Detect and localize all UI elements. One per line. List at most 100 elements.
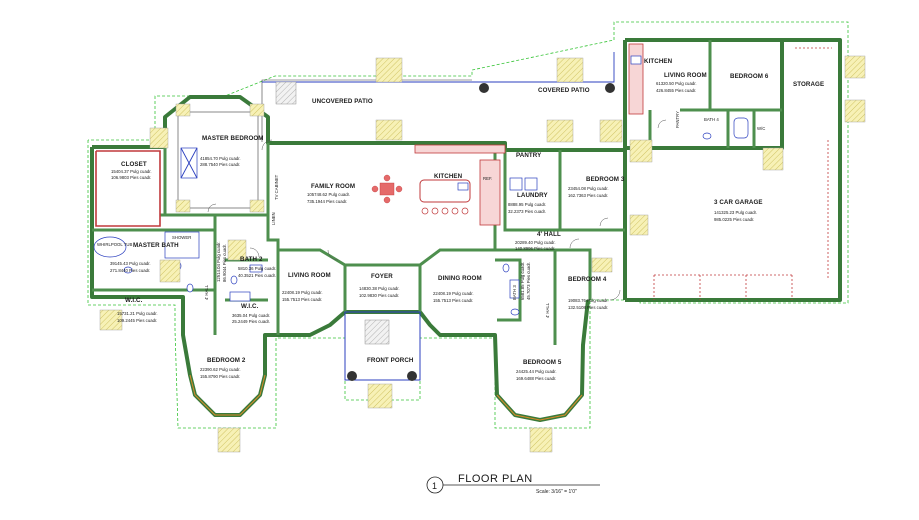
whirlpool-tub [93, 236, 127, 258]
bath3-tub [509, 279, 520, 299]
area-hall-left-ft: 86.9044 Pies cuadr. [222, 244, 227, 282]
area-closet-ft: 106.9803 Pies cuadr. [111, 175, 151, 180]
label-wic-bath2: W.I.C. [241, 303, 259, 310]
label-apartment-kitchen: KITCHEN [644, 58, 673, 65]
area-master-bedroom-ft: 288.7540 Pies cuadr. [200, 162, 240, 167]
front-porch-outline [344, 311, 421, 381]
bath3-toilet [502, 263, 510, 273]
bed-line [180, 147, 198, 179]
label-whirlpool: WHIRLPOOL TUB [97, 242, 132, 247]
label-hall-vertical: 4' HALL [545, 302, 550, 318]
skylight-hatch [175, 103, 191, 117]
drawing-scale: Scale: 3/16" = 1'0" [536, 489, 577, 495]
drawing-number: 1 [432, 481, 437, 491]
area-bedroom2-ft: 155.8790 Pies cuadr. [200, 374, 240, 379]
label-bedroom6: BEDROOM 6 [730, 73, 769, 80]
label-foyer: FOYER [371, 273, 393, 280]
label-bath2: BATH 2 [240, 256, 263, 263]
area-bedroom2: 22390.62 Pulg cuadr. [200, 367, 241, 372]
area-family-room-ft: 735.1944 Pies cuadr. [307, 199, 347, 204]
label-hall-left: 4' HALL [204, 284, 209, 300]
drawing-title: FLOOR PLAN [458, 473, 533, 485]
patio-column [605, 83, 615, 93]
label-bath4: BATH 4 [704, 117, 719, 122]
title-block: 1 FLOOR PLAN Scale: 3/16" = 1'0" [426, 473, 600, 495]
porch-column [407, 371, 417, 381]
bath3-sink [510, 308, 520, 316]
label-master-bedroom: MASTER BEDROOM [202, 135, 264, 142]
label-hall-right: 4' HALL [537, 231, 561, 238]
area-garage-ft: 985.0225 Pies cuadr. [714, 217, 754, 222]
skylight-hatch [249, 199, 265, 213]
area-bath3-ft: 45.7073 Pies cuadr. [526, 262, 531, 300]
skylight-hatch [175, 199, 191, 213]
area-wic-bath2: 3635.04 Pulg cuadr. [232, 313, 270, 318]
elevation-markers [99, 55, 866, 453]
label-kitchen: KITCHEN [434, 173, 463, 180]
area-master-bedroom: 41854.70 Pulg cuadr. [200, 156, 241, 161]
area-bedroom4-ft: 132.5108 Pies cuadr. [568, 305, 608, 310]
door-swings [207, 119, 667, 301]
area-laundry: 8888.95 Pulg cuadr. [508, 202, 546, 207]
area-bedroom3-ft: 162.7363 Pies cuadr. [568, 193, 608, 198]
island-sink [457, 182, 469, 191]
area-hall-right: 20289.40 Pulg cuadr. [515, 240, 556, 245]
garage-doors [653, 47, 832, 300]
area-dining-room-ft: 155.7513 Pies cuadr. [433, 298, 473, 303]
bar-stools [421, 207, 469, 215]
area-bedroom3: 23454.08 Pulg cuadr. [568, 186, 609, 191]
area-master-bath-ft: 271.8440 Pies cuadr. [110, 268, 150, 273]
area-bedroom5: 24425.44 Pulg cuadr. [516, 369, 557, 374]
area-living-room: 22408.19 Pulg cuadr. [282, 290, 323, 295]
label-closet: CLOSET [121, 161, 147, 168]
area-wic-bath2-ft: 25.2449 Pies cuadr. [232, 319, 270, 324]
label-garage: 3 CAR GARAGE [714, 199, 763, 206]
porch-column [347, 371, 357, 381]
bay-window-bedroom5 [496, 394, 583, 421]
label-linen: LINEN [271, 212, 276, 225]
area-closet: 15404.37 Pulg cuadr. [111, 169, 152, 174]
label-bedroom4: BEDROOM 4 [568, 276, 607, 283]
apartment-sink [630, 55, 642, 65]
label-uncovered-patio: UNCOVERED PATIO [312, 98, 373, 105]
roof-outline [87, 21, 849, 429]
area-apartment-living-ft: 426.8455 Pies cuadr. [656, 88, 696, 93]
label-pantry: PANTRY [516, 152, 542, 159]
sink-fixture [123, 266, 133, 274]
label-bath3: BATH 3 [512, 285, 517, 300]
label-front-porch: FRONT PORCH [367, 357, 414, 364]
room-labels: UNCOVERED PATIO COVERED PATIO MASTER BED… [97, 58, 824, 381]
area-apartment-living: 61320.50 Pulg cuadr. [656, 81, 697, 86]
dryer-fixture [524, 177, 538, 191]
label-living-room: LIVING ROOM [288, 272, 331, 279]
interior-walls [92, 40, 782, 345]
label-shower: SHOWER [172, 235, 191, 240]
washer-fixture [509, 177, 523, 191]
closet-shelving [95, 150, 161, 227]
apartment-kitchen-counter [628, 43, 644, 115]
master-bedroom-frame [177, 111, 259, 209]
label-family-room: FAMILY ROOM [311, 183, 355, 190]
apartment-toilet [702, 132, 712, 140]
area-bedroom5-ft: 169.6488 Pies cuadr. [516, 376, 556, 381]
area-wic-master: 15731.21 Pulg cuadr. [117, 311, 158, 316]
label-bedroom2: BEDROOM 2 [207, 357, 246, 364]
label-refrigerator: REF. [483, 176, 492, 181]
area-foyer: 14830.38 Pulg cuadr. [359, 286, 400, 291]
toilet-fixture [230, 275, 238, 285]
label-apartment-wc: W/C [757, 126, 765, 131]
area-hall-right-ft: 140.8996 Pies cuadr. [515, 246, 555, 251]
area-master-bath: 39145.43 Pulg cuadr. [110, 261, 151, 266]
sink-fixture [249, 264, 263, 273]
label-bedroom5: BEDROOM 5 [523, 359, 562, 366]
label-covered-patio: COVERED PATIO [538, 87, 590, 94]
shower-stall [164, 231, 200, 259]
label-apartment-pantry: PANTRY [675, 111, 680, 128]
skylight-hatch [249, 103, 265, 117]
area-living-room-ft: 155.7513 Pies cuadr. [282, 297, 322, 302]
dining-table [371, 174, 403, 204]
label-master-bath: MASTER BATH [133, 242, 179, 249]
label-laundry: LAUNDRY [517, 192, 548, 199]
label-tv-cabinet: TV CABINET [274, 174, 279, 200]
